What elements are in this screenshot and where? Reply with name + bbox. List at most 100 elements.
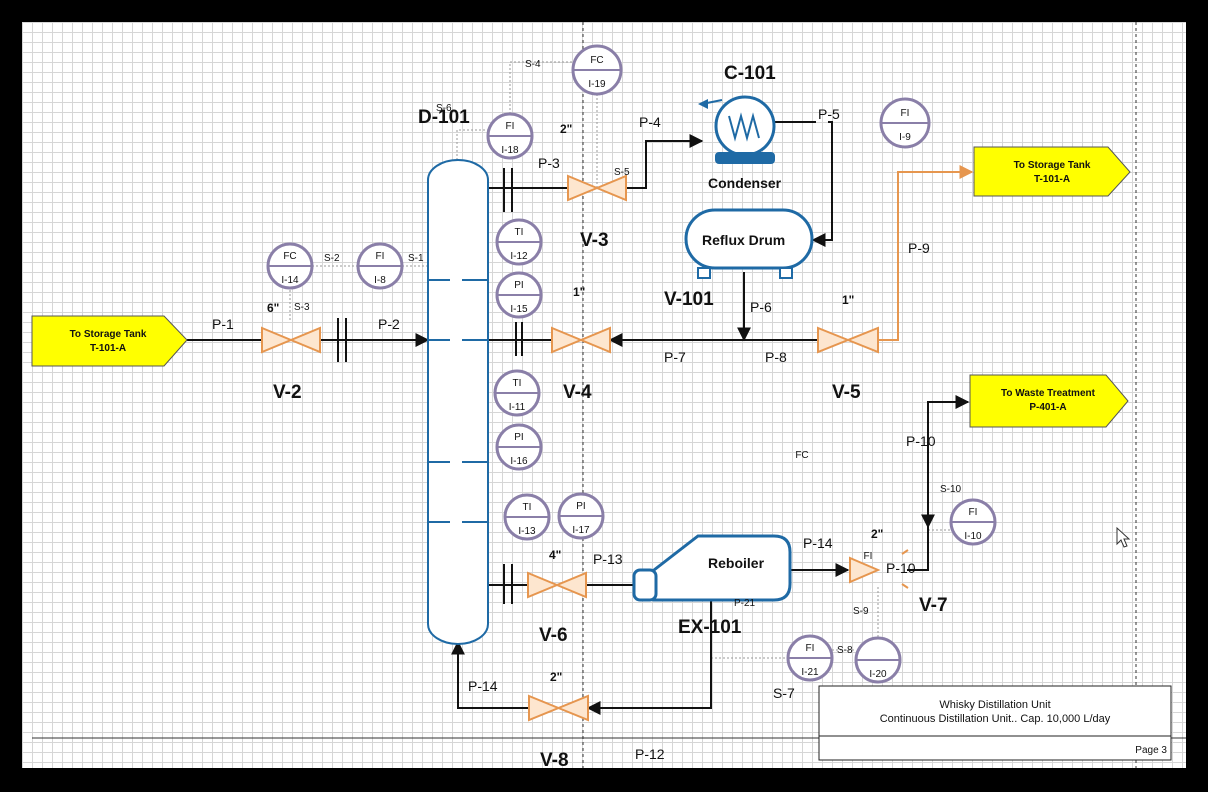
mouse-cursor-icon <box>1116 526 1131 548</box>
pipe-p12-label: P-12 <box>635 746 665 762</box>
title-block: Whisky Distillation Unit Continuous Dist… <box>818 685 1172 761</box>
size-six-label: 6" <box>267 301 279 315</box>
valve-v8[interactable] <box>528 694 589 722</box>
condenser-exchanger[interactable] <box>698 95 776 164</box>
pi17-tag: I-17 <box>572 525 590 536</box>
valves <box>261 174 881 722</box>
offpage-top-product[interactable]: To Storage Tank T-101-A <box>973 146 1131 197</box>
valve-v6[interactable] <box>527 571 587 599</box>
pipe-p8-label: P-8 <box>765 349 787 365</box>
ti13-tag: I-13 <box>518 526 536 537</box>
pipe-p2-label: P-2 <box>378 316 400 332</box>
pipe-p6-label: P-6 <box>750 299 772 315</box>
ti13-type: TI <box>523 502 532 513</box>
fi18-tag: I-18 <box>501 145 519 156</box>
instrument-labels: FC I-19 FI I-18 FI I-9 FC I-14 FI I-8 TI… <box>281 55 982 680</box>
signal-s7-label: S-7 <box>773 685 795 701</box>
reboiler-name: EX-101 <box>678 617 742 638</box>
flanges <box>337 168 523 604</box>
valve-v7-label: V-7 <box>919 595 948 616</box>
valve-v5[interactable] <box>817 326 879 354</box>
instrument-dividers <box>268 69 995 661</box>
pipe-labels: P-1 P-2 P-3 P-4 P-5 P-6 P-7 P-8 P-9 P-10… <box>212 106 936 762</box>
valve-v7[interactable] <box>849 556 881 584</box>
reflux-drum-name: V-101 <box>664 289 714 310</box>
offpage-top-line1: To Storage Tank <box>1014 160 1091 171</box>
reboiler-label: Reboiler <box>708 555 765 571</box>
title-block-subtitle: Continuous Distillation Unit.. Cap. 10,0… <box>880 713 1111 725</box>
pi16-type: PI <box>514 432 523 443</box>
ti11-type: TI <box>513 378 522 389</box>
valve-v3-label: V-3 <box>580 230 609 251</box>
pipe-p9-label: P-9 <box>908 240 930 256</box>
signal-labels: S-1 S-2 S-3 S-4 S-5 S-6 S-7 S-8 S-9 S-10 <box>294 59 962 701</box>
signal-s1-label: S-1 <box>408 253 424 264</box>
fc-loose-label: FC <box>795 450 808 461</box>
pid-diagram: FC I-19 FI I-18 FI I-9 FC I-14 FI I-8 TI… <box>31 22 1186 768</box>
fi-loose-label: FI <box>864 551 873 562</box>
pipe-p13-label: P-13 <box>593 551 623 567</box>
pipe-p10-label-2: P-10 <box>886 560 916 576</box>
ti12-tag: I-12 <box>510 251 528 262</box>
fc14-tag: I-14 <box>281 275 299 286</box>
drawing-sheet: FC I-19 FI I-18 FI I-9 FC I-14 FI I-8 TI… <box>22 22 1186 768</box>
title-block-page: Page 3 <box>1135 745 1167 756</box>
offpage-feed[interactable]: To Storage Tank T-101-A <box>31 315 188 367</box>
pipe-p3-label: P-3 <box>538 155 560 171</box>
column-name: D-101 <box>418 107 470 128</box>
offpage-feed-line2: T-101-A <box>90 343 126 354</box>
pi15-type: PI <box>514 280 523 291</box>
distillation-column[interactable] <box>427 159 489 645</box>
signal-s4-label: S-4 <box>525 59 541 70</box>
fi21-type: FI <box>806 643 815 654</box>
offpage-top-line2: T-101-A <box>1034 174 1070 185</box>
equipment-labels: D-101 C-101 Condenser Reflux Drum V-101 … <box>418 63 785 638</box>
title-block-title: Whisky Distillation Unit <box>939 699 1050 711</box>
signal-s6-label: S-6 <box>436 103 452 114</box>
fi9-type: FI <box>901 108 910 119</box>
valve-v3[interactable] <box>567 174 627 202</box>
valve-labels: V-2 V-3 V-4 V-5 V-6 V-7 V-8 <box>273 230 948 768</box>
pipe-p14-label-2: P-14 <box>468 678 498 694</box>
fi10-type: FI <box>969 507 978 518</box>
size-four-label: 4" <box>549 548 561 562</box>
signal-s2-label: S-2 <box>324 253 340 264</box>
reboiler-exchanger[interactable] <box>632 534 792 602</box>
offpage-waste-line1: To Waste Treatment <box>1001 388 1096 399</box>
fc19-tag: I-19 <box>588 79 606 90</box>
offpage-waste[interactable]: To Waste Treatment P-401-A <box>969 374 1129 428</box>
reflux-drum-vessel[interactable] <box>684 208 814 279</box>
valve-v7-partial <box>901 549 909 589</box>
signal-s8-label: S-8 <box>837 645 853 656</box>
valve-v4-label: V-4 <box>563 382 592 403</box>
condenser-name: C-101 <box>724 63 776 84</box>
pipe-p7-label: P-7 <box>664 349 686 365</box>
fi9-tag: I-9 <box>899 132 911 143</box>
offpage-waste-line2: P-401-A <box>1029 402 1066 413</box>
process-lines <box>187 121 970 715</box>
ti12-type: TI <box>515 227 524 238</box>
signal-s5-label: S-5 <box>614 167 630 178</box>
valve-v5-label: V-5 <box>832 382 861 403</box>
size-two-label: 2" <box>560 122 572 136</box>
offpage-feed-line1: To Storage Tank <box>70 329 147 340</box>
i20-tag: I-20 <box>869 669 887 680</box>
fc19-type: FC <box>590 55 603 66</box>
size-two-label-3: 2" <box>550 670 562 684</box>
pipe-p21-label: P-21 <box>734 598 756 609</box>
valve-v4[interactable] <box>551 326 611 354</box>
reflux-drum-label: Reflux Drum <box>702 232 785 248</box>
pipe-p14-label: P-14 <box>803 535 833 551</box>
signal-s10-label: S-10 <box>940 484 962 495</box>
pi15-tag: I-15 <box>510 304 528 315</box>
valve-v2[interactable] <box>261 326 321 354</box>
pipe-p1-label: P-1 <box>212 316 234 332</box>
pipe-p5-label: P-5 <box>818 106 840 122</box>
fi10-tag: I-10 <box>964 531 982 542</box>
pipe-p10-label: P-10 <box>906 433 936 449</box>
valve-v8-label: V-8 <box>540 750 569 768</box>
size-one-label: 1" <box>573 285 585 299</box>
instruments <box>266 44 997 684</box>
pipe-p4-label: P-4 <box>639 114 661 130</box>
fi8-tag: I-8 <box>374 275 386 286</box>
